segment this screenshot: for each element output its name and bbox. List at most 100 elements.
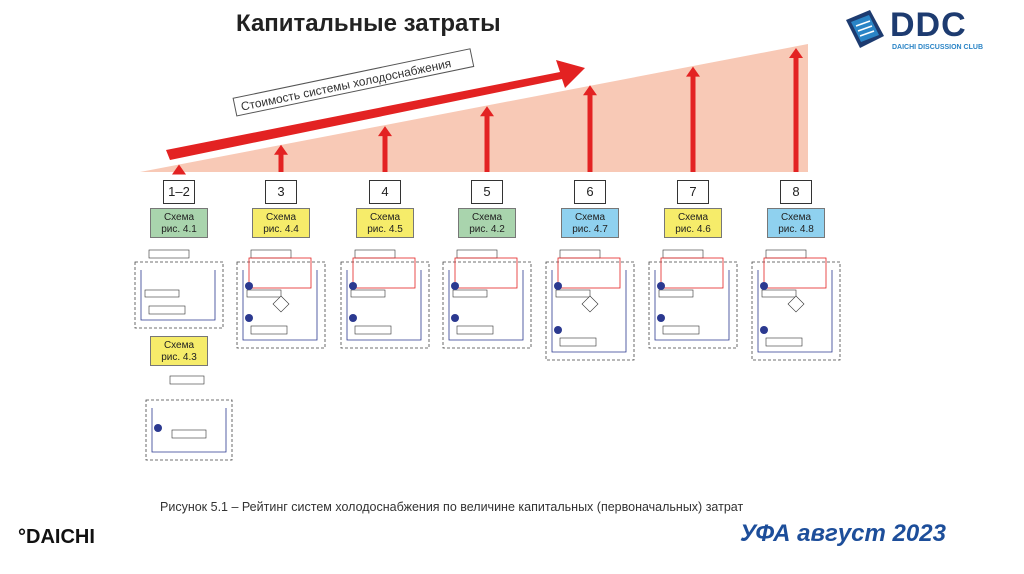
schematic-pipe-3 <box>346 270 422 341</box>
schematic-frame-3 <box>340 261 430 349</box>
schema-title: Схема <box>780 212 812 223</box>
cost-bar-7 <box>793 56 799 172</box>
rank-number: 5 <box>471 180 503 204</box>
schematic-chiller-4 <box>452 289 488 298</box>
schema-ref: рис. 4.8 <box>778 224 814 235</box>
ddc-logo: DDC DAICHI DISCUSSION CLUB <box>842 6 992 58</box>
cost-bar-head-3 <box>378 126 392 137</box>
ddc-logo-icon <box>846 10 884 48</box>
cost-wedge <box>140 44 808 172</box>
schematic-pipe-6 <box>654 270 730 341</box>
schematic-unit-1 <box>148 249 190 259</box>
schematic-pump-b-3 <box>349 314 357 322</box>
schema-ref: рис. 4.7 <box>572 224 608 235</box>
schema-title: Схема <box>369 212 401 223</box>
schematic-pump-5 <box>554 282 562 290</box>
schematic-pump-b-2 <box>245 314 253 322</box>
schematic-pump-3 <box>349 282 357 290</box>
schematic-pipe-7 <box>757 270 833 353</box>
cost-bar-head-4 <box>480 106 494 117</box>
cost-bar-6 <box>690 74 696 172</box>
schema-title: Схема <box>574 212 606 223</box>
schematic-chiller-7 <box>761 289 797 298</box>
cost-bar-5 <box>587 93 593 172</box>
schematic-frame-7 <box>751 261 841 361</box>
schematic-pipe-4 <box>448 270 524 341</box>
schema-ref: рис. 4.2 <box>469 224 505 235</box>
schematic-unit-3 <box>354 249 396 259</box>
schematic-pump-b-4 <box>451 314 459 322</box>
schematic-frame-5 <box>545 261 635 361</box>
schema-ref: рис. 4.6 <box>675 224 711 235</box>
cost-label-frame <box>232 48 475 117</box>
schematic-hot-loop-5 <box>557 257 621 289</box>
rank-number: 6 <box>574 180 606 204</box>
schematic-unit-4 <box>456 249 498 259</box>
schematic-unit-2 <box>250 249 292 259</box>
schematic-fan-2 <box>250 325 288 335</box>
schema-ref: рис. 4.3 <box>161 352 197 363</box>
schematic-pipe-2 <box>242 270 318 341</box>
cost-label-box: Стоимость системы холодоснабжения <box>232 48 475 117</box>
schematic-hot-loop-4 <box>454 257 518 289</box>
cost-bar-head-5 <box>583 85 597 96</box>
rank-number: 8 <box>780 180 812 204</box>
schematic-chiller-2 <box>246 289 282 298</box>
schematic-pump-4 <box>451 282 459 290</box>
schematic-pipe-extra <box>151 408 227 453</box>
cost-bar-head-7 <box>789 48 803 58</box>
schematic-pump-b-6 <box>657 314 665 322</box>
logo-subtitle: DAICHI DISCUSSION CLUB <box>892 44 984 51</box>
page-title: Капитальные затраты <box>236 10 501 37</box>
schematic-valve-5 <box>581 295 599 313</box>
schematic-pipe-1 <box>140 270 216 321</box>
cost-bar-head-1 <box>172 164 186 175</box>
schematic-chiller-6 <box>658 289 694 298</box>
schematic-pump-2 <box>245 282 253 290</box>
schema-ref: рис. 4.5 <box>367 224 403 235</box>
schematic-valve-7 <box>787 295 805 313</box>
schematic-chiller-extra <box>171 429 207 439</box>
cost-bar-head-2 <box>274 144 288 155</box>
schematic-chiller-1 <box>144 289 180 298</box>
schematic-fan-6 <box>662 325 700 335</box>
schema-title: Схема <box>677 212 709 223</box>
cost-diagram: Стоимость системы холодоснабжения <box>134 44 841 461</box>
schematic-fan-1 <box>148 305 186 315</box>
schematic-pump-6 <box>657 282 665 290</box>
rank-number: 1–2 <box>163 180 195 204</box>
schematic-hot-loop-3 <box>352 257 416 289</box>
schematic-fan-7 <box>765 337 803 347</box>
schematic-unit-7 <box>765 249 807 259</box>
logo-text: DDC <box>890 6 967 44</box>
figure-caption: Рисунок 5.1 – Рейтинг систем холодоснабж… <box>160 500 744 514</box>
schematic-hot-loop-7 <box>763 257 827 289</box>
schema-title: Схема <box>471 212 503 223</box>
rank-number: 4 <box>369 180 401 204</box>
schematic-pump-7 <box>760 282 768 290</box>
schematic-frame-extra <box>145 399 233 461</box>
schematic-fan-4 <box>456 325 494 335</box>
schematic-frame-4 <box>442 261 532 349</box>
schematic-unit-6 <box>662 249 704 259</box>
brand-text: DAICHI <box>26 526 95 548</box>
schematic-pump-b-7 <box>760 326 768 334</box>
schematic-fan-5 <box>559 337 597 347</box>
schematic-valve-2 <box>272 295 290 313</box>
schematic-chiller-3 <box>350 289 386 298</box>
schema-title: Схема <box>163 340 195 351</box>
event-label: УФА август 2023 <box>740 520 946 547</box>
rank-number: 7 <box>677 180 709 204</box>
schematic-fan-3 <box>354 325 392 335</box>
schema-title: Схема <box>265 212 297 223</box>
rank-number: 3 <box>265 180 297 204</box>
schematic-pump-b-5 <box>554 326 562 334</box>
schematic-hot-loop-6 <box>660 257 724 289</box>
schematic-unit-5 <box>559 249 601 259</box>
cost-bar-2 <box>278 152 284 172</box>
